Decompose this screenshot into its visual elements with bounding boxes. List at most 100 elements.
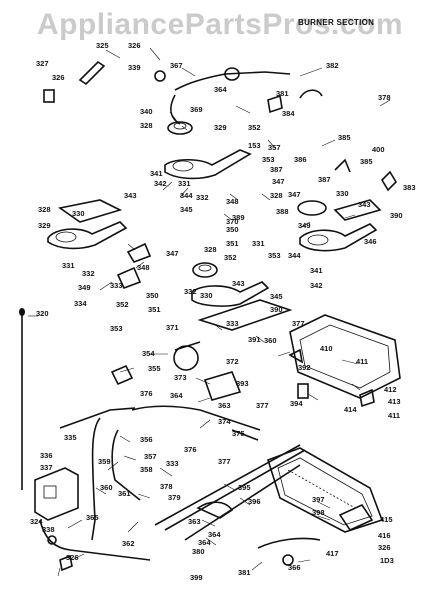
part-number-label: 347 (288, 190, 301, 199)
part-number-label: 366 (288, 563, 301, 572)
part-number-label: 381 (238, 568, 251, 577)
part-number-label: 359 (98, 457, 111, 466)
part-number-label: 351 (226, 239, 239, 248)
part-number-label: 326 (128, 41, 141, 50)
part-number-label: 345 (270, 292, 283, 301)
part-number-label: 352 (224, 253, 237, 262)
part-number-label: 342 (310, 281, 323, 290)
part-number-label: 344 (288, 251, 301, 260)
section-title: BURNER SECTION (298, 18, 375, 27)
part-number-label: 354 (142, 349, 155, 358)
part-number-label: 341 (150, 169, 163, 178)
valve-spud-part (78, 60, 106, 86)
part-number-label: 357 (268, 143, 281, 152)
part-number-label: 326 (66, 553, 79, 562)
part-number-label: 327 (36, 59, 49, 68)
part-number-label: 331 (252, 239, 265, 248)
screw-part (334, 158, 351, 173)
part-number-label: 370 (226, 217, 239, 226)
flex-tube-3 (59, 407, 136, 429)
part-number-label: 343 (232, 279, 245, 288)
drip-pan-part (289, 314, 401, 399)
part-number-label: 392 (298, 363, 311, 372)
valve-body-part (203, 371, 242, 401)
part-number-label: 388 (276, 207, 289, 216)
part-number-label: 376 (140, 389, 153, 398)
spark-electrode-top (267, 94, 283, 114)
burner-head-1 (167, 121, 193, 135)
page-code: 1D3 (380, 556, 394, 565)
part-number-label: 353 (110, 324, 123, 333)
part-number-label: 347 (272, 177, 285, 186)
part-number-label: 395 (238, 483, 251, 492)
part-number-label: 396 (248, 497, 261, 506)
leader-lines (28, 47, 391, 577)
hood-part (299, 89, 323, 99)
part-number-label: 399 (190, 573, 203, 582)
part-number-label: 400 (372, 145, 385, 154)
part-number-label: 413 (388, 397, 401, 406)
clamp-part (196, 501, 234, 519)
part-number-label: 391 (248, 335, 261, 344)
part-number-label: 385 (338, 133, 351, 142)
part-number-label: 387 (318, 175, 331, 184)
nut-part (282, 554, 294, 566)
burner-cap-center (198, 264, 212, 272)
wire-lead-part (111, 429, 141, 501)
part-number-label: 347 (166, 249, 179, 258)
flex-tube-2 (91, 417, 101, 541)
oven-valve-part (34, 467, 79, 521)
burner-arm-left (47, 221, 128, 250)
gas-tube-part (174, 71, 291, 91)
part-number-label: 328 (270, 191, 283, 200)
part-number-label: 416 (378, 531, 391, 540)
part-number-label: 325 (96, 41, 109, 50)
part-number-label: 362 (122, 539, 135, 548)
switch-part (110, 364, 134, 386)
part-number-label: 329 (38, 221, 51, 230)
part-number-label: 379 (168, 493, 181, 502)
part-number-label: 351 (148, 305, 161, 314)
part-number-label: 358 (140, 465, 153, 474)
part-number-label: 334 (74, 299, 87, 308)
part-number-label: 330 (72, 209, 85, 218)
part-number-label: 378 (378, 93, 391, 102)
part-number-label: 411 (356, 357, 368, 366)
part-number-label: 320 (36, 309, 49, 318)
part-number-label: 353 (262, 155, 275, 164)
burner-tray-part (197, 299, 293, 331)
part-number-label: 363 (188, 517, 201, 526)
part-number-label: 356 (140, 435, 153, 444)
part-number-label: 343 (358, 200, 371, 209)
oven-burner-inner (277, 457, 373, 526)
part-number-label: 333 (226, 319, 239, 328)
burner-cap-1 (173, 122, 187, 130)
burner-bracket-left (58, 199, 123, 223)
part-number-label: 332 (196, 193, 209, 202)
igniter-lead-part (257, 537, 321, 549)
fitting-part (59, 554, 73, 572)
part-number-label: 333 (110, 281, 123, 290)
burner-head-right-1 (297, 200, 327, 216)
part-number-label: 353 (268, 251, 281, 260)
part-number-label: 153 (248, 141, 261, 150)
part-number-label: 381 (276, 89, 289, 98)
part-number-label: 329 (214, 123, 227, 132)
burner-rod-1 (154, 444, 301, 526)
part-number-label: 364 (170, 391, 183, 400)
part-number-label: 380 (192, 547, 205, 556)
part-number-label: 385 (360, 157, 373, 166)
flex-tube-1 (131, 405, 261, 431)
part-number-label: 382 (326, 61, 339, 70)
part-number-label: 350 (146, 291, 159, 300)
part-number-label: 328 (38, 205, 51, 214)
part-number-label: 390 (270, 305, 283, 314)
part-number-label: 360 (100, 483, 113, 492)
part-number-label: 397 (312, 495, 325, 504)
part-number-label: 330 (336, 189, 349, 198)
part-number-label: 367 (170, 61, 183, 70)
bracket-part (297, 383, 309, 399)
part-number-label: 417 (326, 549, 339, 558)
